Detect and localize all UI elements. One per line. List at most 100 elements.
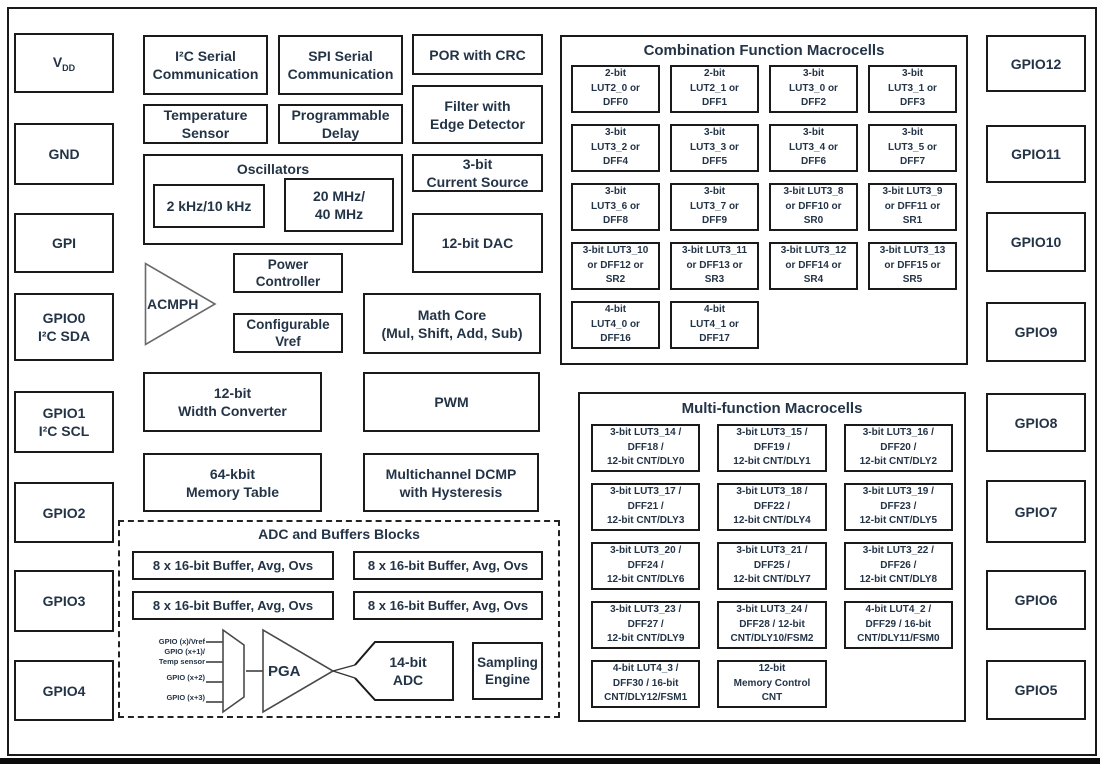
mux-input-label: GPIO (x)/Vref (158, 637, 205, 646)
block-dcmp: Multichannel DCMP with Hysteresis (363, 453, 539, 512)
pin-gpio6-label: GPIO6 (1014, 592, 1058, 608)
buffer-block: 8 x 16-bit Buffer, Avg, Ovs (132, 551, 334, 580)
block-pwm: PWM (363, 372, 540, 432)
pin-gpio12: GPIO12 (986, 35, 1086, 92)
pin-gpio5-label: GPIO5 (1014, 682, 1058, 698)
mf-cell: 3-bit LUT3_19 / DFF23 / 12-bit CNT/DLY5 (843, 483, 953, 531)
mux-input-wires (206, 641, 263, 703)
pga-adc-connector (332, 664, 356, 679)
pin-gnd-label: GND (48, 146, 80, 162)
mf-cell: 12-bit Memory Control CNT (717, 660, 827, 708)
mux-input-label: GPIO (x+1)/ Temp sensor (158, 647, 205, 666)
pin-vdd-label: VDD (52, 54, 76, 73)
adc-label: 14-bit ADC (389, 654, 427, 688)
acmph-triangle (144, 262, 217, 346)
mf-cell: 4-bit LUT4_2 / DFF29 / 16-bit CNT/DLY11/… (843, 601, 953, 649)
mf-cell: 3-bit LUT3_14 / DFF18 / 12-bit CNT/DLY0 (591, 424, 701, 472)
comb-cell: 4-bit LUT4_0 or DFF16 (571, 301, 660, 349)
pin-gpio11-label: GPIO11 (1011, 146, 1061, 162)
pin-gpio5: GPIO5 (986, 660, 1086, 720)
oscillators-title: Oscillators (236, 161, 310, 177)
comb-cell: 3-bit LUT3_6 or DFF8 (571, 183, 660, 231)
pin-gnd: GND (14, 123, 114, 185)
block-math-core: Math Core (Mul, Shift, Add, Sub) (363, 293, 541, 354)
block-dac: 12-bit DAC (412, 213, 543, 273)
mf-cell: 3-bit LUT3_20 / DFF24 / 12-bit CNT/DLY6 (591, 542, 701, 590)
block-osc-high: 20 MHz/ 40 MHz (284, 178, 394, 232)
combination-macrocells: Combination Function Macrocells 2-bit LU… (560, 35, 968, 365)
comb-cell: 3-bit LUT3_8 or DFF10 or SR0 (769, 183, 858, 231)
block-por-crc: POR with CRC (412, 34, 543, 75)
comb-cell: 3-bit LUT3_5 or DFF7 (868, 124, 957, 172)
pin-gpio2: GPIO2 (14, 482, 114, 543)
multifunction-macrocells: Multi-function Macrocells 3-bit LUT3_14 … (578, 392, 966, 722)
pin-gpio3: GPIO3 (14, 570, 114, 632)
multifunction-macrocells-title: Multi-function Macrocells (681, 400, 863, 417)
block-width-converter: 12-bit Width Converter (143, 372, 322, 432)
pin-gpio1: GPIO1 I²C SCL (14, 391, 114, 453)
page-bottom-rule (0, 758, 1100, 764)
mf-cell: 3-bit LUT3_15 / DFF19 / 12-bit CNT/DLY1 (717, 424, 827, 472)
block-prog-delay: Programmable Delay (278, 104, 403, 144)
adc-buffers-region: ADC and Buffers Blocks (118, 520, 560, 718)
pin-gpio0-sublabel: I²C SDA (37, 328, 91, 344)
block-sampling-engine: Sampling Engine (472, 642, 543, 700)
block-current-source: 3-bit Current Source (412, 154, 543, 192)
analog-chain-graphics (206, 628, 454, 714)
comb-cell: 3-bit LUT3_7 or DFF9 (670, 183, 759, 231)
pin-gpio7-label: GPIO7 (1014, 503, 1058, 520)
mf-cell: 3-bit LUT3_18 / DFF22 / 12-bit CNT/DLY4 (717, 483, 827, 531)
comb-cell: 3-bit LUT3_0 or DFF2 (769, 65, 858, 113)
pin-gpio8: GPIO8 (986, 393, 1086, 452)
input-mux-shape (222, 628, 245, 714)
pin-gpio8-label: GPIO8 (1014, 414, 1058, 431)
comb-cell: 3-bit LUT3_2 or DFF4 (571, 124, 660, 172)
mf-cell: 3-bit LUT3_17 / DFF21 / 12-bit CNT/DLY3 (591, 483, 701, 531)
pin-gpio1-label: GPIO1 (42, 405, 86, 421)
comb-cell: 2-bit LUT2_0 or DFF0 (571, 65, 660, 113)
pin-gpio4-label: GPIO4 (42, 682, 86, 699)
block-i2c-serial: I²C Serial Communication (143, 35, 268, 95)
combination-macrocells-title: Combination Function Macrocells (643, 42, 885, 59)
pin-gpio10: GPIO10 (986, 212, 1086, 272)
pga-triangle (262, 628, 335, 714)
mux-input-label: GPIO (x+3) (166, 693, 205, 702)
pin-gpio0: GPIO0 I²C SDA (14, 293, 114, 361)
comb-cell: 3-bit LUT3_10 or DFF12 or SR2 (571, 242, 660, 290)
comb-cell: 3-bit LUT3_1 or DFF3 (868, 65, 957, 113)
block-osc-low: 2 kHz/10 kHz (153, 184, 265, 228)
adc-buffers-title: ADC and Buffers Blocks (258, 526, 420, 542)
pin-vdd: VDD (14, 33, 114, 93)
mf-cell: 4-bit LUT4_3 / DFF30 / 16-bit CNT/DLY12/… (591, 660, 701, 708)
comb-cell: 3-bit LUT3_9 or DFF11 or SR1 (868, 183, 957, 231)
block-spi-serial: SPI Serial Communication (278, 35, 403, 95)
comb-cell: 2-bit LUT2_1 or DFF1 (670, 65, 759, 113)
buffer-block: 8 x 16-bit Buffer, Avg, Ovs (132, 591, 334, 620)
pin-gpio2-label: GPIO2 (42, 504, 86, 521)
block-memory-table: 64-kbit Memory Table (143, 453, 322, 512)
adc-shape (354, 641, 454, 701)
comb-cell: 4-bit LUT4_1 or DFF17 (670, 301, 759, 349)
comb-cell: 3-bit LUT3_11 or DFF13 or SR3 (670, 242, 759, 290)
pin-gpio10-label: GPIO10 (1010, 234, 1062, 250)
mf-cell: 3-bit LUT3_23 / DFF27 / 12-bit CNT/DLY9 (591, 601, 701, 649)
comb-cell: 3-bit LUT3_3 or DFF5 (670, 124, 759, 172)
pin-gpio3-label: GPIO3 (42, 593, 86, 609)
pga-label: PGA (268, 663, 301, 680)
mux-input-label: GPIO (x+2) (166, 673, 205, 682)
buffer-block: 8 x 16-bit Buffer, Avg, Ovs (353, 591, 543, 620)
block-filter-edge: Filter with Edge Detector (412, 85, 543, 144)
acmph-label: ACMPH (147, 296, 199, 312)
mf-cell: 3-bit LUT3_22 / DFF26 / 12-bit CNT/DLY8 (843, 542, 953, 590)
block-temp-sensor: Temperature Sensor (143, 104, 268, 144)
pin-gpio9-label: GPIO9 (1014, 324, 1058, 340)
multifunction-macrocells-grid: 3-bit LUT3_14 / DFF18 / 12-bit CNT/DLY0 … (580, 424, 964, 708)
mf-cell: 3-bit LUT3_21 / DFF25 / 12-bit CNT/DLY7 (717, 542, 827, 590)
pin-gpi-label: GPI (51, 235, 77, 251)
diagram-border (7, 7, 1097, 756)
mf-cell: 3-bit LUT3_24 / DFF28 / 12-bit CNT/DLY10… (717, 601, 827, 649)
pin-gpio4: GPIO4 (14, 660, 114, 721)
pin-gpio12-label: GPIO12 (1010, 55, 1062, 72)
pin-gpi: GPI (14, 213, 114, 273)
combination-macrocells-grid: 2-bit LUT2_0 or DFF0 2-bit LUT2_1 or DFF… (562, 65, 966, 349)
